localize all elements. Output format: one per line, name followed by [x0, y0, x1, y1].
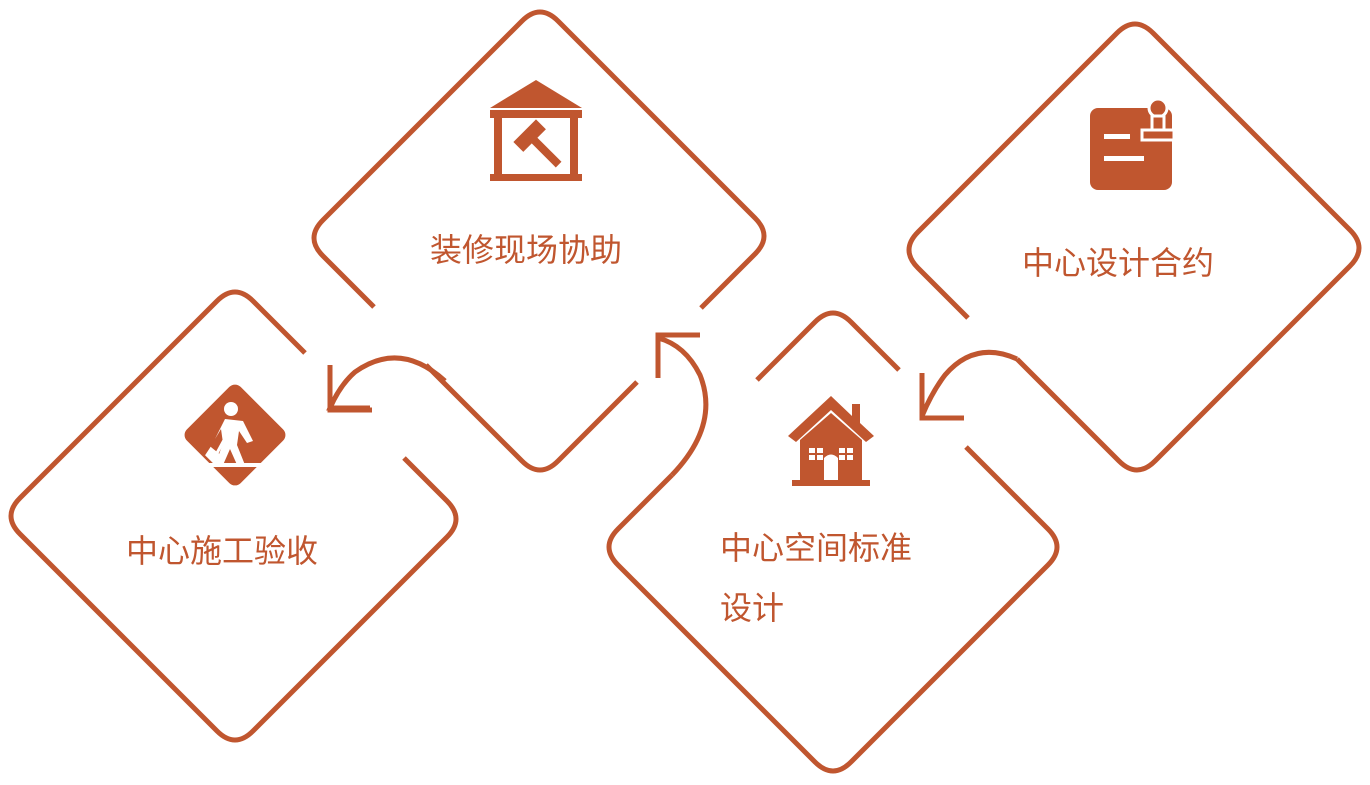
- connector-acceptance-to-renovation: [326, 355, 447, 413]
- contract-diamond-outline: [906, 21, 1362, 473]
- arrow-head-up-icon: [655, 332, 700, 378]
- renovation-step: [311, 9, 767, 473]
- space-design-step: [606, 310, 1060, 774]
- arrow-head-left-icon: [327, 365, 372, 413]
- space-design-diamond-top: [755, 310, 901, 382]
- connector-space-to-renovation: [655, 332, 709, 477]
- space-design-step-label: 中心空间标准 设计: [720, 518, 912, 638]
- renovation-step-label: 装修现场协助: [430, 231, 623, 269]
- space-design-label-line2: 设计: [720, 589, 785, 627]
- arrow-head-left-icon: [919, 373, 964, 421]
- connector-curve: [919, 349, 1019, 417]
- space-design-diamond-body: [606, 445, 1060, 774]
- acceptance-diamond-outline: [8, 289, 459, 743]
- contract-step: [906, 21, 1362, 473]
- contract-stamp-icon: [1090, 97, 1176, 190]
- connector-contract-to-space: [919, 349, 1019, 421]
- renovation-diamond-lower: [424, 363, 639, 473]
- building-hammer-icon: [490, 80, 582, 181]
- acceptance-step-label: 中心施工验收: [126, 532, 319, 570]
- connector-curve: [326, 355, 447, 411]
- connector-curve: [657, 335, 709, 477]
- acceptance-step: [8, 289, 459, 743]
- space-design-label-line1: 中心空间标准: [720, 529, 913, 567]
- renovation-diamond-outline: [311, 9, 767, 310]
- contract-step-label: 中心设计合约: [1022, 244, 1215, 282]
- house-icon: [788, 396, 874, 486]
- worker-shovel-sign-icon: [184, 384, 286, 486]
